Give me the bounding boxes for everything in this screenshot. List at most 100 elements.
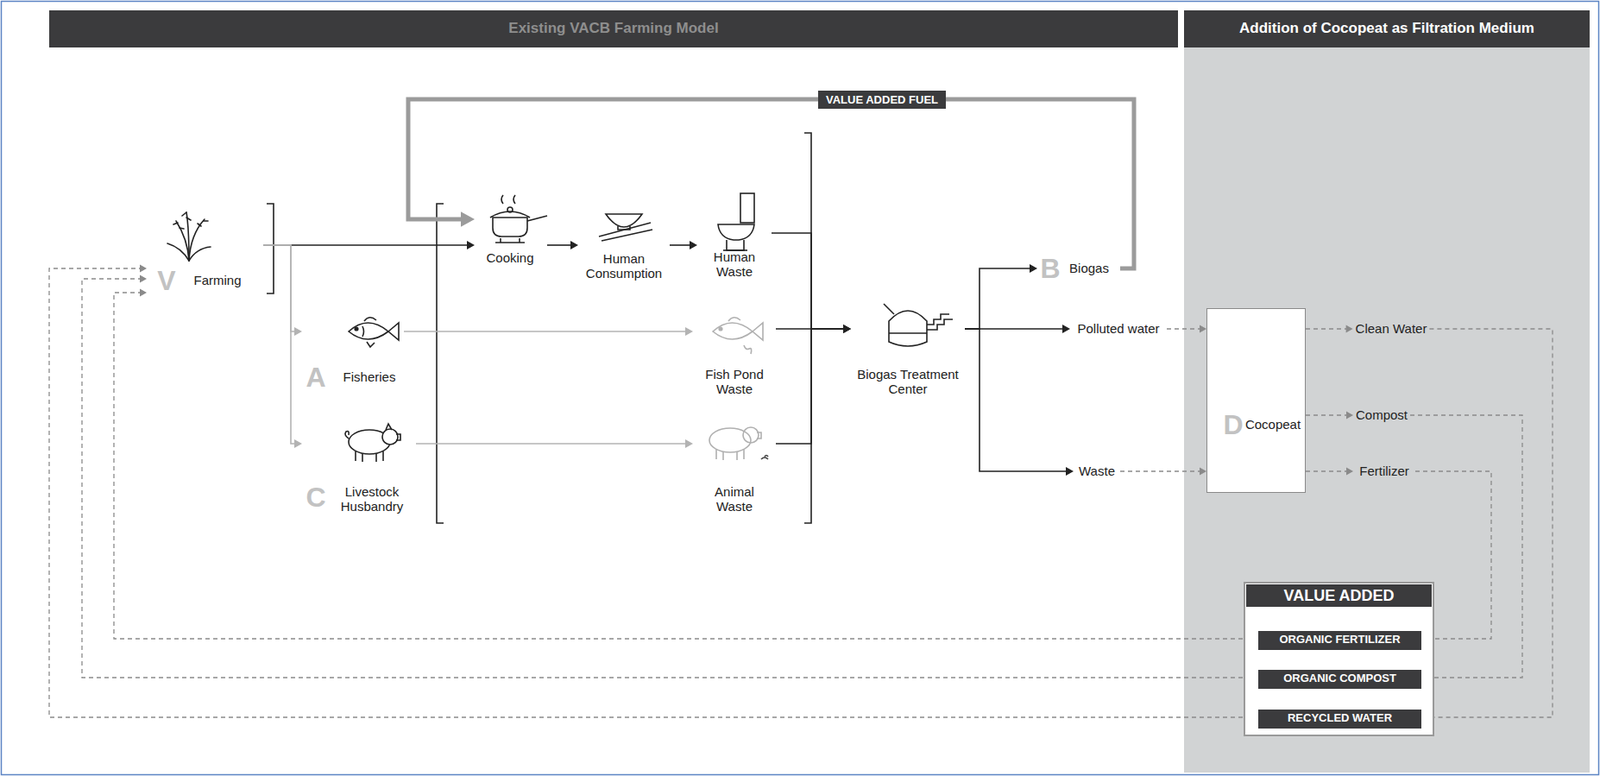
arrow-head (139, 264, 147, 273)
arrow-head (1346, 467, 1354, 476)
letter-label: A (305, 361, 326, 394)
connector (775, 328, 847, 444)
connector (408, 99, 1134, 269)
node-label: Biogas (1069, 260, 1109, 276)
node-label: Waste (1078, 463, 1115, 479)
consumption-node: Human Consumption (578, 191, 670, 285)
connector (964, 328, 1070, 472)
node-label: Fisheries (343, 369, 397, 385)
value-added-box: VALUE ADDED ORGANIC FERTILIZER ORGANIC COM… (1243, 581, 1435, 737)
header-band: Addition of Cocopeat as Filtration Mediu… (1184, 10, 1590, 48)
animal-waste-node: Animal Waste (692, 415, 776, 517)
edge-label: VALUE ADDED FUEL (818, 90, 946, 109)
product-label: Compost (1353, 404, 1411, 425)
letter-label: B (1039, 252, 1060, 285)
arrow-head (139, 275, 147, 284)
arrow-head (843, 324, 851, 334)
arrow-head (1062, 324, 1071, 334)
arrow-head (685, 327, 693, 336)
rice-plant-icon (167, 212, 211, 261)
pig-waste-icon (709, 427, 769, 460)
letter-label: C (305, 481, 326, 514)
node-label: Compost (1355, 407, 1408, 423)
connector (263, 244, 471, 246)
connector (547, 244, 574, 246)
node-label: Existing VACB Farming Model (508, 19, 719, 38)
biogas-node: B Biogas (1037, 250, 1121, 288)
connector (263, 245, 298, 444)
connector (113, 292, 1259, 639)
connector (1421, 328, 1553, 718)
arrow-head (139, 289, 147, 297)
toilet-icon (718, 193, 755, 251)
arrow-head (1199, 467, 1207, 476)
biogas-tank-icon (883, 303, 953, 347)
arrow-head (294, 327, 303, 336)
fish-icon (348, 317, 399, 347)
letter-label: D (1222, 409, 1243, 441)
value-item: ORGANIC FERTILIZER (1258, 630, 1422, 650)
connector (1305, 470, 1349, 472)
biogas-center-node: Biogas Treatment Center (850, 297, 965, 399)
node-label: Human Consumption (580, 251, 668, 282)
fish-waste-icon (712, 317, 763, 354)
node-label: Polluted water (1077, 321, 1160, 336)
arrow-head (460, 211, 475, 227)
connector (81, 278, 1259, 678)
node-label: ORGANIC FERTILIZER (1278, 633, 1400, 647)
cocopeat-box: DCocopeat (1206, 308, 1306, 493)
arrow-head (843, 324, 851, 334)
arrow-head (685, 439, 693, 448)
letter-label: V (157, 264, 176, 297)
node-label: Fertilizer (1359, 463, 1410, 479)
pig-icon (345, 423, 401, 462)
node-label: Farming (193, 272, 241, 288)
node-label: Cocopeat (1245, 416, 1301, 432)
arrow-head (1199, 325, 1207, 334)
node-label: ORGANIC COMPOST (1283, 672, 1397, 686)
bracket (266, 132, 812, 523)
arrow-head (466, 240, 475, 250)
node-label: Animal Waste (704, 484, 765, 515)
arrow-head (843, 324, 851, 334)
farming-node: V Farming (146, 196, 264, 303)
connector (1120, 470, 1203, 472)
arrow-head (1029, 264, 1038, 273)
arrow-head (1065, 466, 1074, 476)
output-label: Polluted water (1070, 318, 1167, 339)
arrow-head (1346, 411, 1354, 420)
node-label: Livestock Husbandry (333, 484, 411, 515)
node-label: Biogas Treatment Center (853, 366, 963, 397)
node-label: Human Waste (704, 249, 765, 280)
value-item: RECYCLED WATER (1258, 709, 1422, 729)
bowl-chopsticks-icon (598, 214, 653, 241)
node-label: RECYCLED WATER (1287, 711, 1393, 725)
value-item: ORGANIC COMPOST (1258, 669, 1422, 689)
fisheries-node: A Fisheries (302, 306, 404, 396)
connector (669, 244, 693, 246)
connector (1305, 327, 1349, 329)
livestock-node: CLivestock Husbandry (302, 415, 416, 517)
node-label: Addition of Cocopeat as Filtration Mediu… (1239, 19, 1535, 38)
product-label: Clean Water (1353, 318, 1430, 339)
connector (415, 442, 689, 445)
connector (1305, 414, 1349, 416)
connector (49, 268, 1259, 718)
header-band: Existing VACB Farming Model (49, 10, 1178, 48)
cooking-node: Cooking (474, 191, 548, 269)
fish-waste-node: Fish Pond Waste (692, 306, 776, 399)
connector (403, 330, 689, 333)
output-label: Waste (1073, 460, 1121, 481)
connector (1166, 327, 1203, 329)
node-label: Fish Pond Waste (698, 366, 771, 397)
arrow-head (689, 240, 698, 250)
connector (964, 268, 1034, 329)
node-label: Cooking (485, 250, 534, 265)
arrow-head (1346, 325, 1354, 334)
cooking-pot-icon (490, 195, 548, 243)
node-label: VALUE ADDED (1246, 584, 1432, 608)
node-label: Clean Water (1355, 321, 1428, 336)
arrow-head (570, 240, 579, 250)
